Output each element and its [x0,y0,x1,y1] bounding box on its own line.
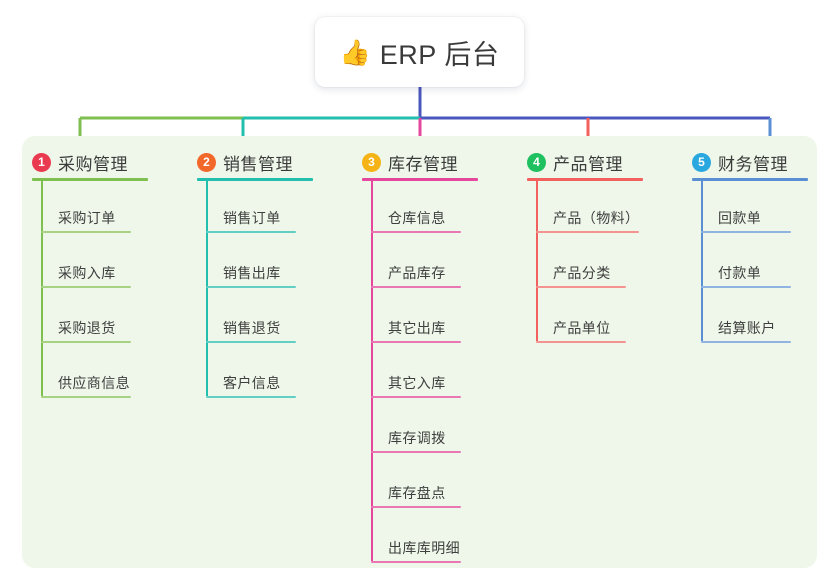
branch-child-label: 采购订单 [58,210,116,226]
thumbs-up-icon: 👍 [339,38,371,67]
branch-child-label: 产品库存 [388,265,446,281]
branch-badge-2: 2 [197,153,216,172]
branch-header-3[interactable]: 3 库存管理 [362,150,458,175]
branch-child-underline [701,341,791,343]
branch-underline-4 [527,178,643,181]
branch-child-underline [536,231,639,233]
branch-child-label: 仓库信息 [388,210,446,226]
branch-child-underline [371,341,461,343]
root-node-title: ERP 后台 [379,39,500,70]
branch-child-label: 产品单位 [553,320,611,336]
branch-header-1[interactable]: 1 采购管理 [32,150,128,175]
branch-child-label: 销售出库 [223,265,281,281]
branch-child-underline [206,341,296,343]
branch-underline-3 [362,178,478,181]
branch-spine-4 [536,179,538,341]
branch-child-underline [41,341,131,343]
branch-child-underline [536,286,626,288]
branch-child-underline [701,231,791,233]
branch-child-label: 采购入库 [58,265,116,281]
branch-child-underline [371,561,461,563]
branch-underline-5 [692,178,808,181]
branch-child-underline [701,286,791,288]
branch-badge-5: 5 [692,153,711,172]
branch-child-underline [206,396,296,398]
branch-badge-4: 4 [527,153,546,172]
branch-header-2[interactable]: 2 销售管理 [197,150,293,175]
branch-child-label: 产品（物料） [553,210,640,226]
branch-child-label: 其它入库 [388,375,446,391]
branch-child-label: 结算账户 [718,320,776,336]
branch-title-2: 销售管理 [223,155,293,174]
branch-underline-1 [32,178,148,181]
branch-child-label: 产品分类 [553,265,611,281]
branch-title-5: 财务管理 [718,155,788,174]
branch-child-underline [41,231,131,233]
branch-child-underline [206,231,296,233]
branch-child-label: 库存盘点 [388,485,446,501]
branches-panel: 1 采购管理采购订单采购入库采购退货供应商信息 2 销售管理销售订单销售出库销售退货客… [22,136,817,568]
branch-child-underline [371,451,461,453]
branch-badge-3: 3 [362,153,381,172]
branch-header-5[interactable]: 5 财务管理 [692,150,788,175]
branch-child-underline [371,231,461,233]
branch-spine-5 [701,179,703,341]
branch-child-label: 回款单 [718,210,762,226]
branch-badge-1: 1 [32,153,51,172]
branch-title-3: 库存管理 [388,155,458,174]
root-node-content: 👍 ERP 后台 [340,33,500,72]
branch-spine-3 [371,179,373,561]
branch-child-underline [41,396,131,398]
branch-child-label: 库存调拨 [388,430,446,446]
branch-child-label: 付款单 [718,265,762,281]
branch-child-underline [41,286,131,288]
branch-child-underline [536,341,626,343]
branch-child-underline [371,286,461,288]
branch-title-4: 产品管理 [553,155,623,174]
branch-child-label: 出库库明细 [388,540,460,556]
branch-child-label: 供应商信息 [58,375,130,391]
branch-title-1: 采购管理 [58,155,128,174]
branch-child-underline [371,506,461,508]
branch-underline-2 [197,178,313,181]
branch-child-label: 采购退货 [58,320,116,336]
branch-header-4[interactable]: 4 产品管理 [527,150,623,175]
branch-child-label: 销售订单 [223,210,281,226]
branch-child-underline [371,396,461,398]
branch-child-underline [206,286,296,288]
branch-child-label: 其它出库 [388,320,446,336]
root-node-card[interactable]: 👍 ERP 后台 [315,17,524,87]
branch-child-label: 客户信息 [223,375,281,391]
branch-child-label: 销售退货 [223,320,281,336]
